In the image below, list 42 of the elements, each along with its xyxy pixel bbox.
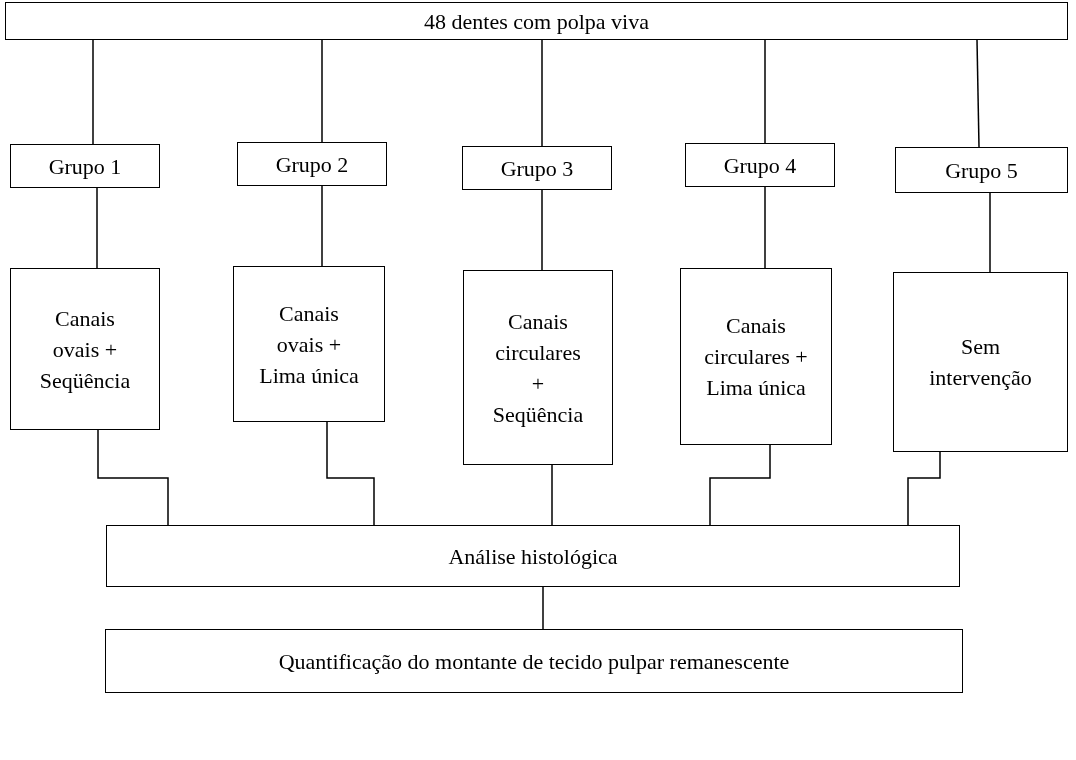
process-box bbox=[10, 268, 160, 430]
process-box bbox=[106, 525, 960, 587]
box-label: Grupo 2 bbox=[275, 150, 349, 179]
box-label: Canais circulares + Lima única bbox=[703, 312, 809, 402]
process-box bbox=[893, 272, 1068, 452]
box-label: Grupo 4 bbox=[723, 151, 797, 180]
connector-line bbox=[709, 444, 771, 526]
connector-line bbox=[326, 421, 375, 526]
connector-line bbox=[542, 586, 544, 630]
process-box bbox=[463, 270, 613, 465]
box-label: Grupo 3 bbox=[500, 154, 574, 183]
process-box bbox=[10, 144, 160, 188]
box-label: Grupo 5 bbox=[945, 156, 1018, 185]
process-box bbox=[237, 142, 387, 186]
connector-line bbox=[321, 185, 323, 267]
connector-line bbox=[989, 192, 991, 273]
connector-line bbox=[764, 39, 766, 144]
box-label: Canais ovais + Seqüência bbox=[39, 304, 131, 395]
box-label: 48 dentes com polpa viva bbox=[424, 7, 649, 36]
process-box bbox=[462, 146, 612, 190]
box-label: Quantificação do montante de tecido pulpar remanescente bbox=[278, 647, 790, 676]
connector-line bbox=[96, 187, 98, 269]
connector-line bbox=[976, 39, 980, 148]
connector-line bbox=[92, 39, 94, 145]
box-label: Canais ovais + Lima única bbox=[258, 299, 360, 390]
process-box bbox=[5, 2, 1068, 40]
process-box bbox=[233, 266, 385, 422]
process-box bbox=[680, 268, 832, 445]
connector-line bbox=[551, 464, 553, 526]
connector-line bbox=[764, 186, 766, 269]
process-box bbox=[105, 629, 963, 693]
box-label: Grupo 1 bbox=[48, 152, 122, 181]
process-box bbox=[685, 143, 835, 187]
connector-line bbox=[907, 451, 941, 526]
box-label: Análise histológica bbox=[448, 542, 618, 571]
connector-line bbox=[321, 39, 323, 143]
connector-line bbox=[541, 39, 543, 147]
connector-line bbox=[97, 429, 169, 526]
box-label: Sem intervenção bbox=[929, 333, 1032, 392]
process-box bbox=[895, 147, 1068, 193]
box-label: Canais circulares + Seqüência bbox=[492, 307, 584, 429]
connector-line bbox=[541, 189, 543, 271]
